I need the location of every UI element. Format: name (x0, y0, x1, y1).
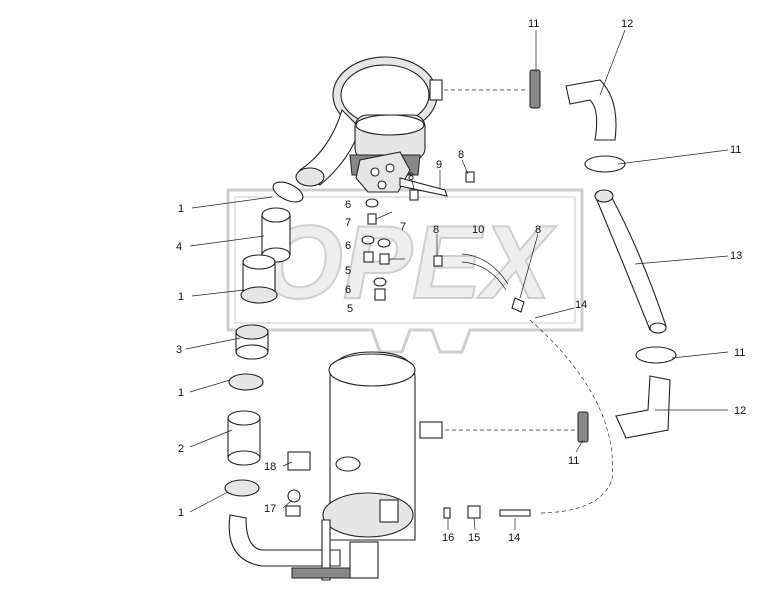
intercooler-tank (228, 351, 443, 581)
callout-label: 11 (528, 18, 539, 30)
callout-label: 8 (535, 224, 541, 236)
left-pipe-stack (224, 181, 304, 497)
callout-label: 4 (176, 241, 182, 253)
callout-label: 14 (575, 299, 587, 311)
callout-label: 11 (734, 347, 745, 359)
callout-label: 10 (472, 224, 484, 236)
callout-label: 1 (178, 507, 184, 519)
callout-label: 7 (400, 221, 406, 233)
callout-label: 11 (730, 144, 741, 156)
watermark-gear (226, 188, 584, 354)
dashed-connectors (444, 89, 613, 514)
callout-label: 1 (178, 387, 184, 399)
callout-label: 1 (178, 203, 184, 215)
callout-label: 8 (458, 149, 464, 161)
leader-lines (185, 29, 729, 531)
callout-label: 1 (178, 291, 184, 303)
callout-label: 8 (408, 171, 414, 183)
callout-label: 12 (734, 405, 746, 417)
callout-label: 7 (345, 217, 351, 229)
oil-block (355, 151, 448, 197)
callout-label: 5 (345, 265, 351, 277)
callout-label: 6 (345, 284, 351, 296)
right-hoses (285, 69, 677, 519)
callout-label: 13 (730, 250, 742, 262)
callout-label: 11 (568, 455, 579, 467)
callout-label: 16 (442, 532, 454, 544)
callout-label: 12 (621, 18, 633, 30)
callout-label: 14 (508, 532, 520, 544)
watermark-text: OPEX (262, 205, 557, 321)
callout-label: 8 (433, 224, 439, 236)
callout-label: 2 (178, 443, 184, 455)
callout-label: 6 (345, 199, 351, 211)
watermark: OPEX (226, 188, 584, 354)
callout-labels: 1 4 1 3 1 2 1 6 7 6 7 5 6 5 8 8 9 8 10 8… (176, 18, 746, 544)
callout-label: 9 (436, 159, 442, 171)
callout-label: 17 (264, 503, 276, 515)
callout-label: 6 (345, 240, 351, 252)
callout-label: 3 (176, 344, 182, 356)
callout-label: 18 (264, 461, 276, 473)
fittings (361, 171, 525, 313)
callout-label: 15 (468, 532, 480, 544)
callout-label: 5 (347, 303, 353, 315)
